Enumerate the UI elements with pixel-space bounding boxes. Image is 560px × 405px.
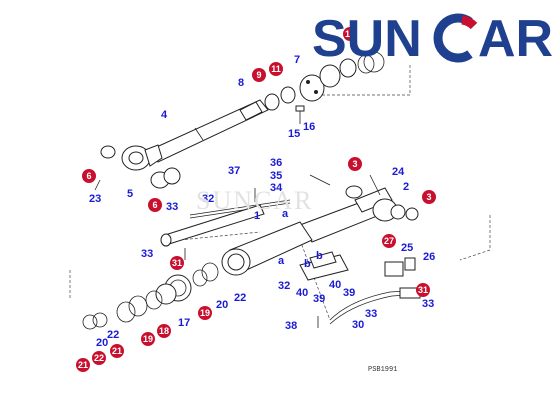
part-label-20: 20 xyxy=(216,299,228,311)
bushing-set xyxy=(94,145,181,191)
svg-text:12: 12 xyxy=(345,29,355,39)
upper-head-assembly xyxy=(264,51,385,124)
part-label-34: 32 xyxy=(278,280,290,292)
svg-text:11: 11 xyxy=(271,64,281,74)
callout-27: 27 xyxy=(382,234,396,248)
svg-text:21: 21 xyxy=(112,346,122,356)
part-label-25: 24 xyxy=(392,166,405,178)
svg-text:31: 31 xyxy=(172,258,182,268)
part-label-32: 33 xyxy=(166,201,178,213)
part-label-38: 37 xyxy=(228,165,240,177)
part-label-40: 40 xyxy=(296,287,308,299)
part-label-7: 7 xyxy=(294,54,300,66)
part-label-17: 17 xyxy=(178,317,190,329)
logo-text-sun: SUN xyxy=(312,10,422,68)
pipe-and-clamps xyxy=(254,188,421,328)
part-label-28: 26 xyxy=(423,251,435,263)
svg-text:6: 6 xyxy=(86,171,91,181)
part-label-37: 35 xyxy=(270,170,282,182)
guide-line xyxy=(179,231,261,241)
part-label-23: 22 xyxy=(234,292,246,304)
suncar-logo: SUN AR xyxy=(312,10,552,68)
watermark: SUNCAR xyxy=(196,186,314,215)
drawing-code: PSB1991 xyxy=(368,366,398,374)
svg-text:22: 22 xyxy=(94,353,104,363)
part-label-40b: 40 xyxy=(329,279,341,291)
svg-text:19: 19 xyxy=(143,334,153,344)
part-label-39b: 39 xyxy=(343,287,355,299)
part-label-16: 16 xyxy=(303,121,315,133)
part-label-20b: 20 xyxy=(96,337,108,349)
lower-cylinder-tube xyxy=(189,174,331,276)
guide-line xyxy=(300,65,411,96)
callout-18: 18 xyxy=(157,324,171,338)
callout-31b: 31 xyxy=(416,283,430,297)
logo-c-mark xyxy=(433,13,478,63)
guide-line xyxy=(459,215,491,261)
part-label-5: 5 xyxy=(127,188,133,200)
ref-letter-a: a xyxy=(278,255,285,267)
callout-3b: 3 xyxy=(422,190,436,204)
part-label-33b: 33 xyxy=(422,298,434,310)
callout-6a: 6 xyxy=(82,169,96,183)
part-label-15: 15 xyxy=(288,128,300,140)
svg-text:3: 3 xyxy=(352,159,357,169)
part-label-8: 8 xyxy=(238,77,244,89)
part-label-29: 32 xyxy=(202,193,214,205)
callout-19a: 19 xyxy=(198,306,212,320)
part-label-30: 30 xyxy=(352,319,364,331)
guide-line xyxy=(299,239,331,321)
logo-text-ar: AR xyxy=(478,10,552,68)
ref-letter-b: b xyxy=(304,258,311,270)
part-label-26: 25 xyxy=(401,242,413,254)
callout-21a: 21 xyxy=(110,344,124,358)
svg-text:18: 18 xyxy=(159,326,169,336)
part-label-36: 36 xyxy=(270,157,282,169)
part-label-22: 22 xyxy=(107,329,119,341)
callout-12: 12 xyxy=(343,27,357,41)
ref-letter-b: b xyxy=(316,250,323,262)
svg-text:27: 27 xyxy=(384,236,394,246)
callout-3a: 3 xyxy=(348,157,362,171)
upper-cylinder-rod xyxy=(121,99,269,171)
part-label-1: 1 xyxy=(254,210,260,222)
svg-text:21: 21 xyxy=(78,360,88,370)
lower-pin xyxy=(160,204,265,260)
callout-21b: 21 xyxy=(76,358,90,372)
part-label-38b: 38 xyxy=(285,320,297,332)
callout-19b: 19 xyxy=(141,332,155,346)
svg-text:9: 9 xyxy=(256,70,261,80)
callout-31a: 31 xyxy=(170,256,184,270)
callout-11: 11 xyxy=(269,62,283,76)
part-label-39: 39 xyxy=(313,293,325,305)
callout-9: 9 xyxy=(252,68,266,82)
part-label-35: 34 xyxy=(270,182,283,194)
svg-text:6: 6 xyxy=(152,200,157,210)
part-label-33: 33 xyxy=(141,248,153,260)
svg-text:3: 3 xyxy=(426,192,431,202)
boom-bracket xyxy=(299,174,419,243)
part-label-32b: 33 xyxy=(365,308,377,320)
part-label-4: 4 xyxy=(161,109,168,121)
part-label-24: 23 xyxy=(89,193,101,205)
part-label-2: 2 xyxy=(403,181,409,193)
ref-letter-a: a xyxy=(282,208,289,220)
callout-6b: 6 xyxy=(148,198,162,212)
lower-seal-kit xyxy=(82,262,219,330)
svg-text:31: 31 xyxy=(418,285,428,295)
callout-22: 22 xyxy=(92,351,106,365)
svg-text:19: 19 xyxy=(200,308,210,318)
